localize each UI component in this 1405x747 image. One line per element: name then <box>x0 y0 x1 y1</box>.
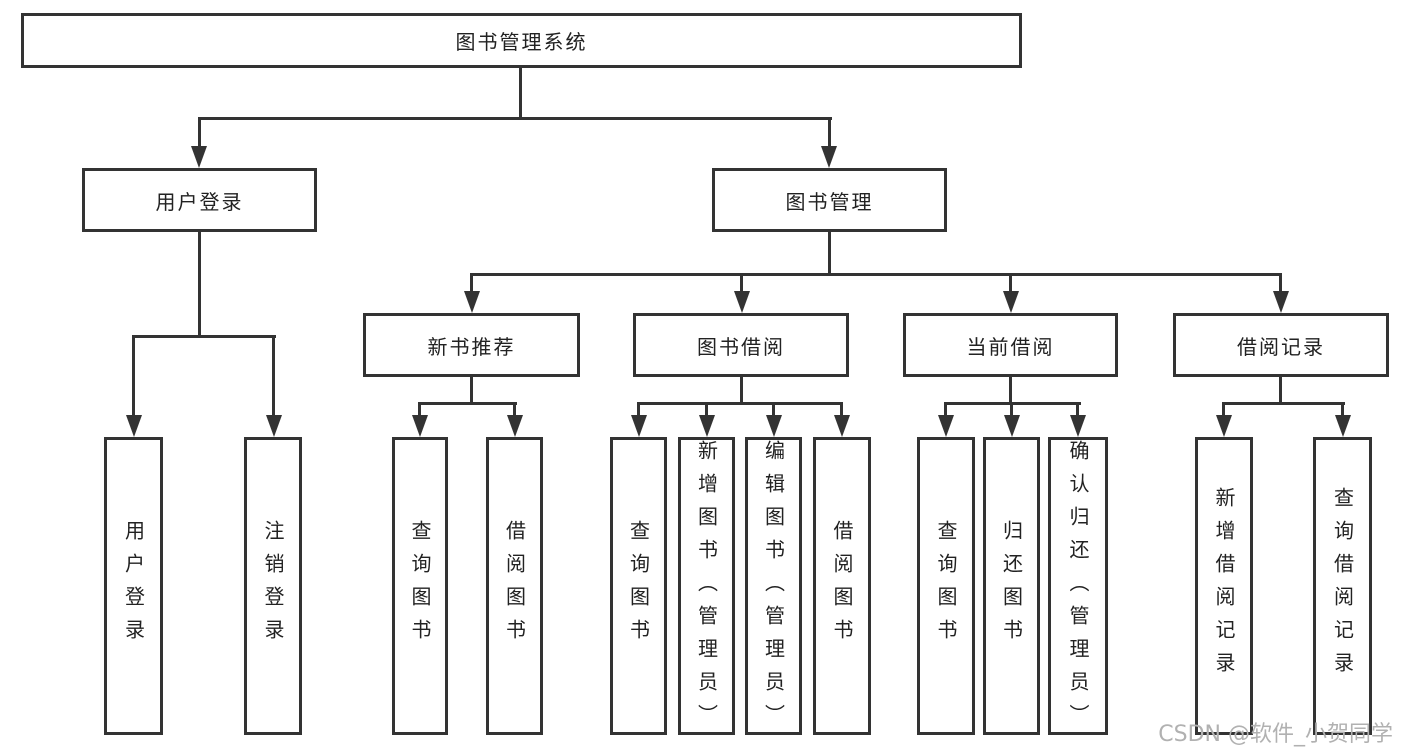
connector-stem <box>828 117 831 147</box>
arrowhead <box>507 415 523 437</box>
connector-borrow-rail <box>637 402 843 405</box>
connector-stem <box>1279 273 1282 292</box>
connector-records-rail <box>1222 402 1345 405</box>
connector-stem <box>944 402 947 416</box>
arrowhead <box>734 291 750 313</box>
leaf-label: 查询图书 <box>626 520 651 652</box>
connector-bookmgmt-rail <box>470 273 1282 276</box>
arrowhead <box>464 291 480 313</box>
leaf-borrow-books: 借阅图书 <box>813 437 871 735</box>
leaf-label: 查询图书 <box>934 520 958 652</box>
leaf-label: 编辑图书（管理员） <box>761 440 786 737</box>
leaf-label: 借阅图书 <box>502 520 527 652</box>
node-label: 当前借阅 <box>966 334 1055 359</box>
leaf-label: 查询图书 <box>408 520 432 652</box>
node-user-login: 用户登录 <box>82 168 317 232</box>
connector-stem <box>470 273 473 292</box>
connector-stem <box>705 402 708 416</box>
node-label: 借阅记录 <box>1237 334 1325 359</box>
node-label: 新书推荐 <box>427 334 516 359</box>
arrowhead <box>191 146 207 168</box>
watermark-text: CSDN @软件_小贺同学 <box>1158 722 1393 747</box>
connector-stem <box>198 117 201 147</box>
leaf-label: 新增图书（管理员） <box>694 440 719 737</box>
connector-userlogin-stem <box>198 230 201 336</box>
arrowhead <box>1216 415 1232 437</box>
arrowhead <box>412 415 428 437</box>
leaf-confirm-return-admin: 确认归还（管理员） <box>1048 437 1108 737</box>
arrowhead <box>821 146 837 168</box>
leaf-query-books-recommend: 查询图书 <box>392 437 448 735</box>
connector-recommend-rail <box>418 402 517 405</box>
connector-stem <box>418 402 421 416</box>
node-label: 图书借阅 <box>697 334 785 359</box>
leaf-label: 归还图书 <box>999 520 1024 652</box>
node-new-book-recommend: 新书推荐 <box>363 313 580 377</box>
arrowhead <box>1070 415 1086 437</box>
node-label: 用户登录 <box>155 189 244 214</box>
leaf-borrow-books-recommend: 借阅图书 <box>486 437 543 735</box>
leaf-add-books-admin: 新增图书（管理员） <box>678 437 735 737</box>
arrowhead <box>766 415 782 437</box>
arrowhead <box>1335 415 1351 437</box>
connector-userlogin-rail <box>132 335 276 338</box>
connector-root-rail <box>198 117 832 120</box>
connector-stem <box>132 335 135 416</box>
leaf-logout-login: 注销登录 <box>244 437 302 735</box>
connector-stem <box>840 402 843 416</box>
connector-stem <box>1341 402 1344 416</box>
leaf-query-borrow-record: 查询借阅记录 <box>1313 437 1372 735</box>
connector-stem <box>272 335 275 416</box>
leaf-user-login: 用户登录 <box>104 437 163 735</box>
node-book-borrow: 图书借阅 <box>633 313 849 377</box>
arrowhead <box>1004 415 1020 437</box>
arrowhead <box>631 415 647 437</box>
arrowhead <box>1273 291 1289 313</box>
node-root: 图书管理系统 <box>21 13 1022 68</box>
arrowhead <box>938 415 954 437</box>
connector-stem <box>740 273 743 292</box>
connector-borrow-stem <box>740 375 743 404</box>
connector-stem <box>1076 402 1079 416</box>
connector-bookmgmt-stem <box>828 230 831 275</box>
node-root-label: 图书管理系统 <box>455 30 588 54</box>
leaf-label: 查询借阅记录 <box>1330 487 1355 685</box>
leaf-label: 新增借阅记录 <box>1212 487 1236 685</box>
connector-recommend-stem <box>470 375 473 404</box>
connector-stem <box>1010 402 1013 416</box>
arrowhead <box>266 415 282 437</box>
node-current-borrow: 当前借阅 <box>903 313 1118 377</box>
leaf-edit-books-admin: 编辑图书（管理员） <box>745 437 802 737</box>
leaf-label: 借阅图书 <box>830 520 854 652</box>
node-book-management: 图书管理 <box>712 168 947 232</box>
leaf-add-borrow-record: 新增借阅记录 <box>1195 437 1253 735</box>
leaf-label: 用户登录 <box>121 520 146 652</box>
leaf-label: 确认归还（管理员） <box>1066 440 1090 737</box>
arrowhead <box>834 415 850 437</box>
leaf-return-books: 归还图书 <box>983 437 1040 735</box>
connector-stem <box>1009 273 1012 292</box>
leaf-label: 注销登录 <box>261 520 285 652</box>
node-label: 图书管理 <box>785 189 874 214</box>
leaf-query-books-current: 查询图书 <box>917 437 975 735</box>
arrowhead <box>699 415 715 437</box>
connector-stem <box>1222 402 1225 416</box>
node-borrow-records: 借阅记录 <box>1173 313 1389 377</box>
connector-records-stem <box>1279 375 1282 404</box>
connector-stem <box>637 402 640 416</box>
arrowhead <box>126 415 142 437</box>
connector-root-stem <box>519 66 522 118</box>
arrowhead <box>1003 291 1019 313</box>
leaf-query-books-borrow: 查询图书 <box>610 437 667 735</box>
connector-stem <box>772 402 775 416</box>
connector-stem <box>513 402 516 416</box>
connector-current-stem <box>1009 375 1012 404</box>
